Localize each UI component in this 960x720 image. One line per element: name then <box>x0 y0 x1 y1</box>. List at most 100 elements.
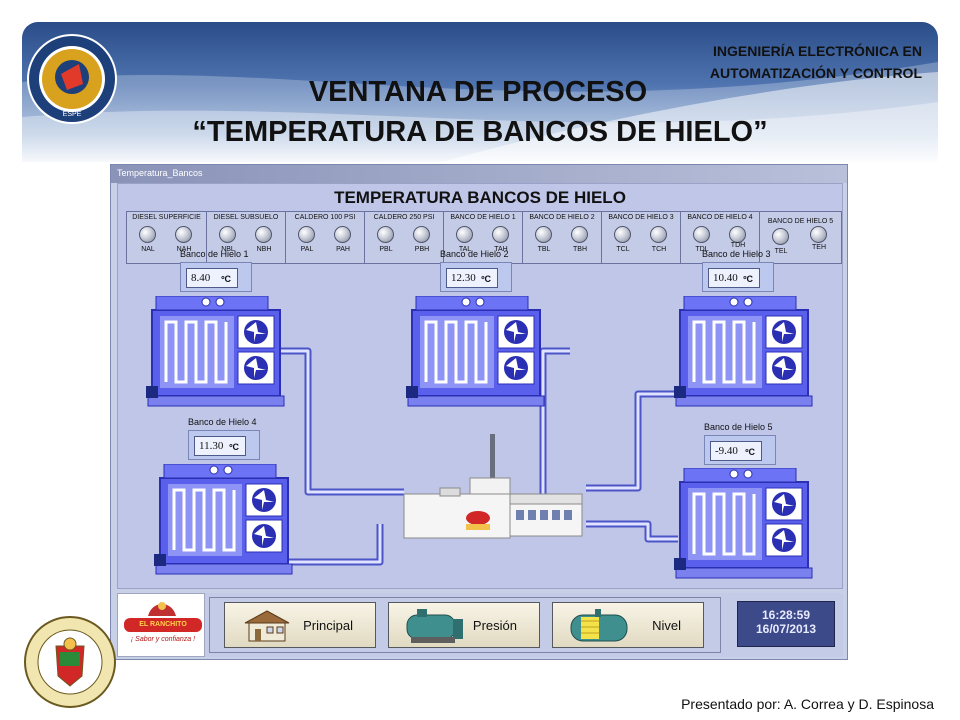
alarm-led-tbl <box>535 226 552 243</box>
alarm-led-label: NBH <box>256 246 272 253</box>
alarm-led-tal <box>456 226 473 243</box>
org-line-2: AUTOMATIZACIÓN Y CONTROL <box>709 65 922 81</box>
bank-1-temp-value: 8.40 <box>191 272 211 284</box>
hmi-title: TEMPERATURA BANCOS DE HIELO <box>334 188 626 207</box>
alarm-group-banco-2: BANCO DE HIELO 2 TBL TBH <box>523 212 602 263</box>
alarm-led-tdh <box>729 226 746 243</box>
window-titlebar[interactable]: Temperatura_Bancos <box>111 165 847 183</box>
alarm-led-label: PBH <box>414 246 430 253</box>
alarm-group-caldero-250: CALDERO 250 PSI PBL PBH <box>365 212 444 263</box>
slide-title-line-2: “TEMPERATURA DE BANCOS DE HIELO” <box>192 116 768 148</box>
bank-1-temp-unit: ºC <box>221 274 231 284</box>
clock-date: 16/07/2013 <box>755 622 817 636</box>
presentation-credits: Presentado por: A. Correa y D. Espinosa <box>681 696 934 712</box>
org-name: INGENIERÍA ELECTRÓNICA EN AUTOMATIZACIÓN… <box>652 40 922 84</box>
slide-banner <box>22 22 938 162</box>
alarm-led-nah <box>175 226 192 243</box>
navigation-buttons: Principal Presión Nivel <box>209 597 721 653</box>
alarm-led-label: TEL <box>774 248 788 255</box>
ice-bank-3-unit <box>674 296 813 407</box>
bank-3-temp-value: 10.40 <box>713 272 738 284</box>
brand-slogan: ¡ Sabor y confianza ! <box>130 636 196 643</box>
presion-button-label: Presión <box>472 618 517 633</box>
bank-5-temp-unit: ºC <box>745 447 755 457</box>
bank-2-temp-display: 12.30 ºC <box>440 262 512 292</box>
alarm-led-tcl <box>614 226 631 243</box>
alarm-led-label: TAH <box>494 246 508 253</box>
alarm-led-tdl <box>693 226 710 243</box>
alarm-group-banco-3: BANCO DE HIELO 3 TCL TCH <box>602 212 681 263</box>
hmi-canvas: TEMPERATURA BANCOS DE HIELO DIESEL SUPER… <box>117 183 843 589</box>
boiler-icon <box>406 609 463 643</box>
alarm-group-label: BANCO DE HIELO 5 <box>767 218 834 225</box>
plant-building <box>403 434 583 539</box>
alarm-group-label: DIESEL SUPERFICIE <box>132 214 201 221</box>
alarm-group-label: BANCO DE HIELO 4 <box>687 214 753 221</box>
alarm-led-label: NBL <box>221 246 235 253</box>
alarm-led-label: PAH <box>336 246 350 253</box>
alarm-led-label: NAL <box>141 246 155 253</box>
alarm-group-label: CALDERO 250 PSI <box>373 214 435 221</box>
tank-icon <box>570 609 628 642</box>
pipe-network <box>280 347 686 566</box>
alarm-led-label: TCH <box>651 246 667 253</box>
org-line-1: INGENIERÍA ELECTRÓNICA EN <box>713 43 922 59</box>
nivel-button[interactable]: Nivel <box>552 602 704 648</box>
principal-button[interactable]: Principal <box>224 602 376 648</box>
alarm-group-banco-1: BANCO DE HIELO 1 TAL TAH <box>444 212 523 263</box>
espe-logo: ESPE <box>27 34 117 124</box>
hmi-window: Temperatura_Bancos TEMPERATURA BANCOS DE… <box>110 164 848 660</box>
slide-title-line-1: VENTANA DE PROCESO <box>308 76 648 108</box>
alarm-group-label: DIESEL SUBSUELO <box>213 214 279 221</box>
alarm-led-label: PBL <box>379 246 393 253</box>
bank-3-temp-unit: ºC <box>743 274 753 284</box>
alarm-led-pbl <box>377 226 394 243</box>
brand-logo: EL RANCHITO ¡ Sabor y confianza ! <box>117 593 205 657</box>
alarm-led-nbh <box>255 226 272 243</box>
ice-bank-4-unit <box>154 464 293 575</box>
alarm-led-tel <box>772 228 789 245</box>
alarm-group-label: BANCO DE HIELO 1 <box>450 214 516 221</box>
bank-5-temp-display: -9.40 ºC <box>704 435 776 465</box>
alarm-led-label: TDL <box>695 246 709 253</box>
bank-4-label: Banco de Hielo 4 <box>188 417 257 427</box>
alarm-group-banco-5: BANCO DE HIELO 5 TEL TEH <box>760 212 841 263</box>
alarm-led-label: TBL <box>537 246 551 253</box>
alarm-led-teh <box>810 226 827 243</box>
alarm-led-label: TDH <box>730 242 746 249</box>
alarm-led-tch <box>650 226 667 243</box>
bottom-panel: EL RANCHITO ¡ Sabor y confianza ! Princi… <box>117 593 843 657</box>
bank-1-label: Banco de Hielo 1 <box>180 249 249 259</box>
alarm-led-label: TAL <box>458 246 472 253</box>
alarm-group-banco-4: BANCO DE HIELO 4 TDL TDH <box>681 212 760 263</box>
alarm-group-label: BANCO DE HIELO 2 <box>529 214 595 221</box>
alarm-led-nal <box>139 226 156 243</box>
bank-1-temp-display: 8.40 ºC <box>180 262 252 292</box>
alarm-group-diesel-subsuelo: DIESEL SUBSUELO NBL NBH <box>207 212 286 263</box>
banner-swoosh <box>22 62 938 162</box>
ice-bank-1-unit <box>146 296 285 407</box>
nivel-button-label: Nivel <box>652 618 681 633</box>
alarm-led-pal <box>298 226 315 243</box>
ice-bank-2-unit <box>406 296 545 407</box>
alarm-led-tah <box>492 226 509 243</box>
alarm-led-label: TBH <box>573 246 587 253</box>
clock-time: 16:28:59 <box>761 608 811 622</box>
bank-2-temp-unit: ºC <box>481 274 491 284</box>
escuela-politecnica-emblem <box>24 616 116 708</box>
bank-3-temp-display: 10.40 ºC <box>702 262 774 292</box>
bank-2-label: Banco de Hielo 2 <box>440 249 509 259</box>
bank-2-temp-value: 12.30 <box>451 272 476 284</box>
bank-4-temp-unit: ºC <box>229 442 239 452</box>
house-icon <box>244 610 290 642</box>
alarm-led-label: TCL <box>616 246 630 253</box>
espe-logo-text: ESPE <box>63 111 82 118</box>
brand-name: EL RANCHITO <box>124 618 202 632</box>
alarm-group-label: CALDERO 100 PSI <box>294 214 356 221</box>
bank-5-temp-value: -9.40 <box>715 445 738 457</box>
alarm-led-pbh <box>413 226 430 243</box>
alarm-led-pah <box>334 226 351 243</box>
bank-4-temp-display: 11.30 ºC <box>188 430 260 460</box>
presion-button[interactable]: Presión <box>388 602 540 648</box>
alarm-led-label: NAH <box>176 246 192 253</box>
